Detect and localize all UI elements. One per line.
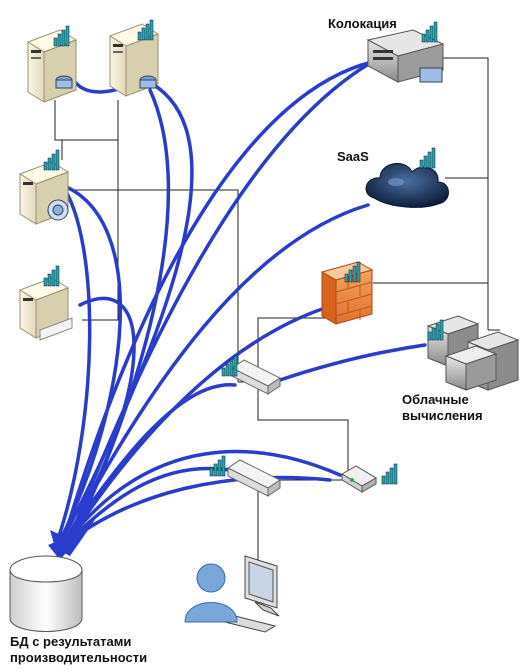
- router-icon: [341, 465, 377, 493]
- colocation-server-icon: [366, 29, 445, 83]
- database-label: БД с результатами производительности: [10, 634, 147, 666]
- cloud-label-line2: вычисления: [402, 408, 483, 423]
- flow-arrowheads: [48, 520, 95, 560]
- saas-label: SaaS: [337, 149, 369, 164]
- db-label-line2: производительности: [10, 650, 148, 665]
- user-workstation-icon: [184, 555, 280, 633]
- switch-icon: [227, 459, 281, 497]
- signal-bars: [43, 19, 444, 485]
- firewall-icon: [320, 261, 374, 325]
- cloud-computing-label: Облачные вычисления: [402, 392, 483, 424]
- colocation-label: Колокация: [328, 16, 397, 31]
- db-label-line1: БД с результатами: [10, 634, 132, 649]
- monitoring-flows: [53, 60, 427, 552]
- server-icon: [18, 277, 73, 341]
- network-connections: [54, 57, 500, 560]
- cloud-label-line1: Облачные: [402, 392, 469, 407]
- database-icon: [9, 555, 83, 632]
- server-icon: [108, 23, 160, 97]
- switch-icon: [231, 359, 281, 395]
- server-icon: [18, 161, 70, 225]
- cloud-icon: [365, 163, 449, 208]
